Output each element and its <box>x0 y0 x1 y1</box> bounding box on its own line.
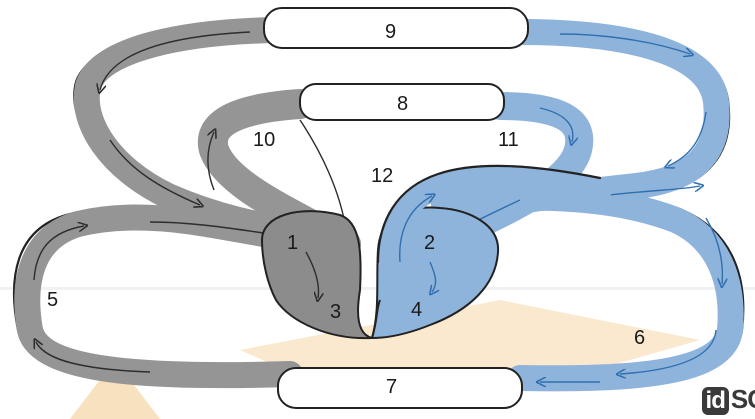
label-1: 1 <box>287 232 298 254</box>
label-11: 11 <box>498 129 519 151</box>
capsule-7 <box>277 367 523 409</box>
watermark-badge: id <box>701 387 729 415</box>
label-6: 6 <box>634 327 645 349</box>
vessel-lower-body-vein <box>12 204 303 389</box>
watermark-logo: idSC <box>701 384 755 415</box>
label-2: 2 <box>424 232 435 254</box>
label-12: 12 <box>371 165 393 187</box>
label-3: 3 <box>330 301 341 323</box>
label-5: 5 <box>47 289 58 311</box>
heart-left-side <box>370 164 612 340</box>
label-8: 8 <box>397 93 408 115</box>
label-9: 9 <box>385 21 396 43</box>
label-7: 7 <box>386 376 397 398</box>
heart-right-side <box>260 210 373 340</box>
watermark-text: SC <box>730 384 755 414</box>
label-4: 4 <box>411 299 422 321</box>
capsule-8 <box>299 83 505 121</box>
label-10: 10 <box>253 129 275 151</box>
capsule-9 <box>263 7 529 49</box>
